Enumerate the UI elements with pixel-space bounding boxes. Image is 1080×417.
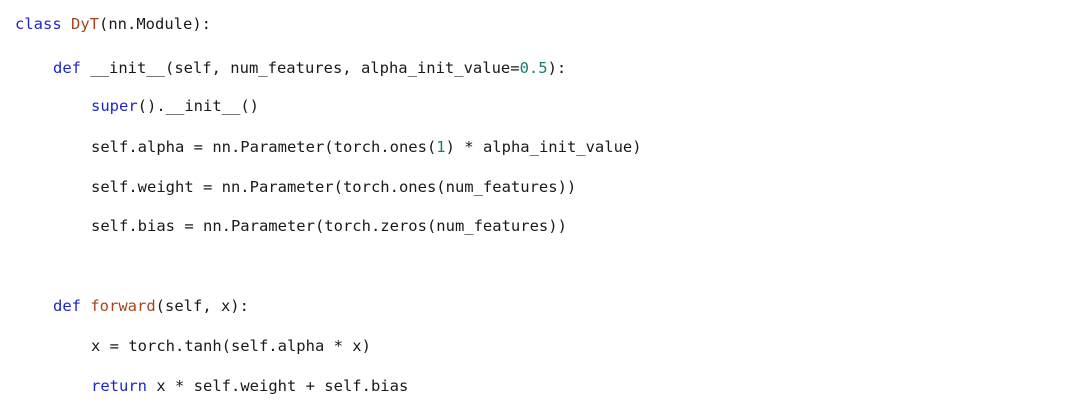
weight-assign: self.weight = nn.Parameter(torch.ones(nu… [91,178,577,196]
builtin-super: super [91,97,138,115]
super-call: ().__init__() [137,97,259,115]
code-line-alpha: self.alpha = nn.Parameter(torch.ones(1) … [91,135,642,159]
number-literal: 1 [436,138,446,156]
code-line-super-init: super().__init__() [91,94,259,118]
return-expression: x * self.weight + self.bias [147,377,409,395]
init-signature-end: ): [547,59,567,77]
alpha-assign: self.alpha = nn.Parameter(torch.ones( [91,138,437,156]
alpha-assign-end: ) * alpha_init_value) [445,138,642,156]
keyword-return: return [91,377,147,395]
code-line-tanh: x = torch.tanh(self.alpha * x) [91,334,371,358]
keyword-def: def [53,59,91,77]
code-line-forward-def: def forward(self, x): [53,294,249,318]
code-line-return: return x * self.weight + self.bias [91,374,408,398]
function-name: forward [90,297,156,315]
tanh-assign: x = torch.tanh(self.alpha * x) [91,337,371,355]
class-name: DyT [71,15,99,33]
code-line-class-def: class DyT(nn.Module): [15,12,211,36]
init-signature: __init__(self, num_features, alpha_init_… [90,59,520,77]
code-line-weight: self.weight = nn.Parameter(torch.ones(nu… [91,175,576,199]
keyword-def: def [53,297,91,315]
code-line-init-def: def __init__(self, num_features, alpha_i… [53,56,566,80]
class-base: (nn.Module): [99,15,211,33]
bias-assign: self.bias = nn.Parameter(torch.zeros(num… [91,217,567,235]
code-line-bias: self.bias = nn.Parameter(torch.zeros(num… [91,214,567,238]
forward-signature: (self, x): [155,297,249,315]
number-literal: 0.5 [519,59,548,77]
keyword-class: class [15,15,71,33]
